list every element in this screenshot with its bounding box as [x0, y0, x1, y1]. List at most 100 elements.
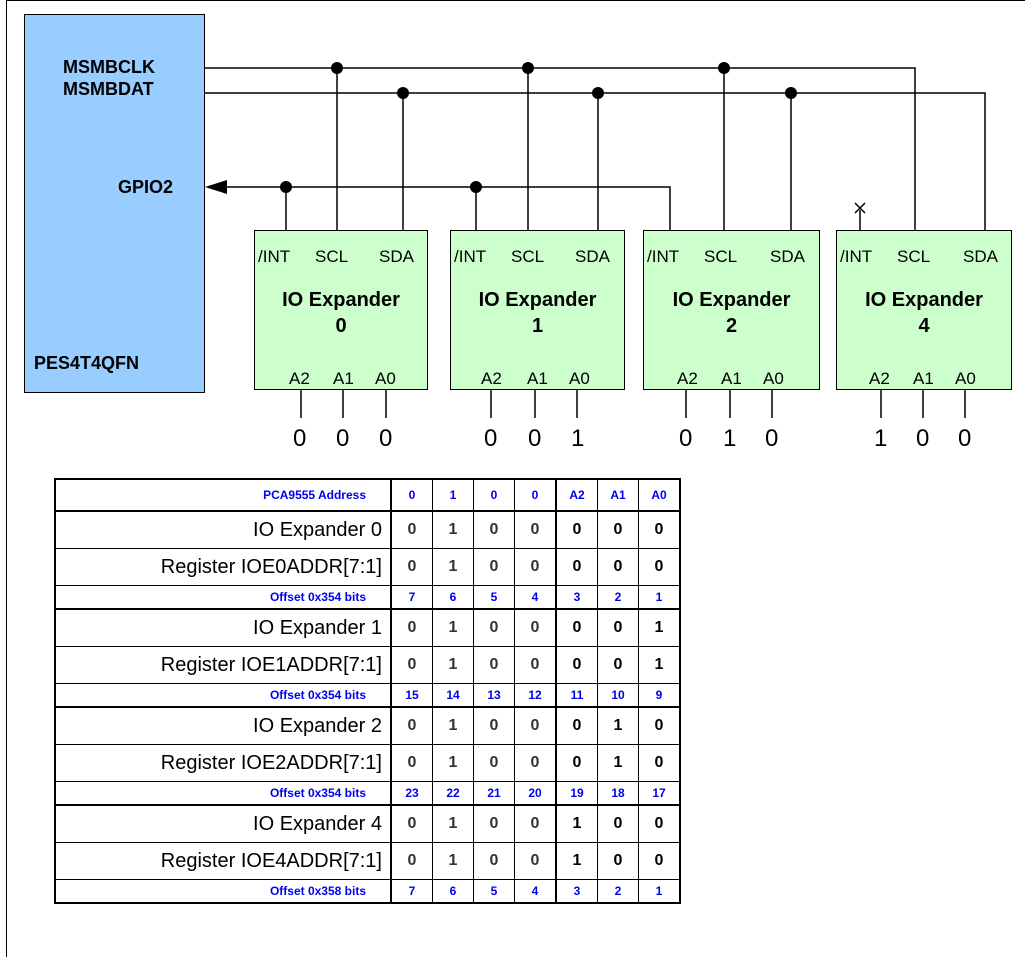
strap-value: 0	[379, 425, 393, 452]
bit-cell: 3	[555, 585, 598, 610]
expander-number: 4	[918, 315, 930, 337]
bit-cell: 0	[390, 706, 433, 745]
bit-cell: 7	[390, 585, 433, 610]
bit-cell: 5	[473, 879, 515, 904]
scl-pin-label: SCL	[704, 247, 738, 266]
bit-cell: 0	[555, 608, 598, 647]
bit-cell: 13	[473, 683, 515, 708]
bit-cell: 0	[514, 744, 557, 782]
bit-cell: 0	[514, 478, 557, 512]
bit-cell: 0	[514, 646, 557, 684]
bit-cell: 1	[432, 510, 474, 549]
bit-cell: 9	[638, 683, 681, 708]
int-pin-label: /INT	[258, 247, 291, 266]
bit-cell: 0	[597, 548, 639, 586]
expander-title: IO Expander	[865, 289, 983, 311]
bit-cell: 0	[555, 646, 598, 684]
row-label: IO Expander 0	[54, 510, 392, 549]
bit-cell: 1	[555, 842, 598, 880]
bit-cell: 0	[597, 646, 639, 684]
bit-cell: 0	[473, 646, 515, 684]
bit-cell: 0	[514, 804, 557, 843]
bit-cell: 0	[555, 706, 598, 745]
bit-cell: 20	[514, 781, 557, 806]
bit-cell: 0	[390, 842, 433, 880]
bit-cell: A0	[638, 478, 681, 512]
bus-wiring	[205, 62, 986, 418]
bit-cell: 0	[473, 478, 515, 512]
a1-pin-label: A1	[333, 369, 354, 388]
a2-pin-label: A2	[289, 369, 310, 388]
bit-cell: A2	[555, 478, 598, 512]
bit-cell: 19	[555, 781, 598, 806]
bit-cell: 1	[638, 879, 681, 904]
bit-cell: 0	[390, 646, 433, 684]
sda-pin-label: SDA	[575, 247, 610, 266]
scl-pin-label: SCL	[511, 247, 545, 266]
bit-cell: 0	[638, 744, 681, 782]
bit-cell: 1	[432, 706, 474, 745]
row-label: Register IOE4ADDR[7:1]	[54, 842, 392, 880]
row-label: Offset 0x354 bits	[54, 585, 392, 610]
row-label: IO Expander 2	[54, 706, 392, 745]
bit-cell: 0	[638, 842, 681, 880]
junction-dot	[280, 181, 292, 193]
bit-cell: 14	[432, 683, 474, 708]
bit-cell: 1	[638, 608, 681, 647]
msmbclk-label: MSMBCLK	[63, 57, 155, 77]
bit-cell: 1	[432, 804, 474, 843]
gpio2-label: GPIO2	[118, 177, 174, 197]
row-label: Offset 0x354 bits	[54, 683, 392, 708]
bit-cell: 0	[514, 548, 557, 586]
bit-cell: 6	[432, 879, 474, 904]
bit-cell: 2	[597, 585, 639, 610]
sda-pin-label: SDA	[770, 247, 805, 266]
bit-cell: 0	[555, 744, 598, 782]
bit-cell: 0	[514, 706, 557, 745]
bit-cell: 0	[555, 510, 598, 549]
strap-value: 0	[765, 425, 779, 452]
bit-cell: 21	[473, 781, 515, 806]
bit-cell: 0	[390, 744, 433, 782]
bit-cell: 1	[432, 548, 474, 586]
bit-cell: 6	[432, 585, 474, 610]
bit-cell: 0	[390, 548, 433, 586]
junction-dot	[470, 181, 482, 193]
bit-cell: 7	[390, 879, 433, 904]
bit-cell: 0	[390, 608, 433, 647]
bit-cell: 1	[432, 478, 474, 512]
bit-cell: 0	[473, 608, 515, 647]
a2-pin-label: A2	[869, 369, 890, 388]
a0-pin-label: A0	[569, 369, 590, 388]
bit-cell: 1	[432, 646, 474, 684]
a0-pin-label: A0	[763, 369, 784, 388]
bit-cell: 0	[473, 804, 515, 843]
row-label: Offset 0x354 bits	[54, 781, 392, 806]
scl-pin-label: SCL	[897, 247, 931, 266]
junction-dot	[718, 62, 730, 74]
a1-pin-label: A1	[913, 369, 934, 388]
row-label: Register IOE0ADDR[7:1]	[54, 548, 392, 586]
bit-cell: 1	[597, 706, 639, 745]
junction-dot	[397, 87, 409, 99]
bit-cell: 1	[638, 646, 681, 684]
strap-value: 0	[679, 425, 693, 452]
bit-cell: 12	[514, 683, 557, 708]
bit-cell: 0	[638, 804, 681, 843]
expander-number: 1	[531, 315, 544, 337]
strap-value: 0	[528, 425, 542, 452]
junction-dot	[785, 87, 797, 99]
strap-value: 0	[484, 425, 498, 452]
bit-cell: 0	[597, 608, 639, 647]
bit-cell: 0	[473, 706, 515, 745]
row-label: Offset 0x358 bits	[54, 879, 392, 904]
